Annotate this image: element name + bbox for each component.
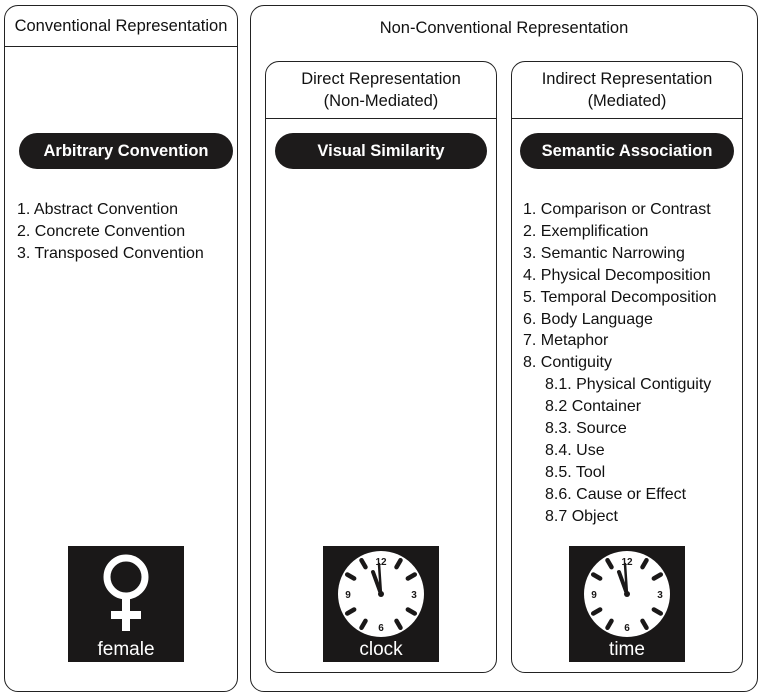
female-symbol-icon — [103, 554, 149, 631]
time-picture: 12 3 6 9 time — [569, 546, 685, 662]
list-item: 7. Metaphor — [523, 332, 609, 350]
clock-tick — [651, 607, 664, 616]
clock-icon: 12 3 6 9 — [584, 551, 670, 637]
clock-minute-hand — [377, 562, 383, 596]
clock-tick — [359, 618, 368, 631]
clock-icon: 12 3 6 9 — [338, 551, 424, 637]
clock-numeral: 9 — [345, 590, 351, 601]
clock-tick — [651, 572, 664, 581]
clock-center — [378, 591, 384, 597]
list-item: 5. Temporal Decomposition — [523, 288, 717, 306]
list-subitem: 8.5. Tool — [545, 463, 606, 481]
clock-tick — [590, 572, 603, 581]
clock-tick — [405, 607, 418, 616]
conventional-title: Conventional Representation — [14, 17, 228, 35]
list-item: 3. Transposed Convention — [17, 244, 204, 262]
arbitrary-convention-pill: Arbitrary Convention — [19, 133, 233, 169]
list-item: 2. Exemplification — [523, 222, 649, 240]
indirect-panel: Indirect Representation (Mediated) Seman… — [511, 61, 743, 673]
list-item: 6. Body Language — [523, 310, 653, 328]
clock-numeral: 6 — [624, 623, 630, 634]
female-caption: female — [97, 639, 155, 660]
clock-tick — [344, 572, 357, 581]
direct-title-line2: (Non-Mediated) — [323, 92, 439, 110]
direct-divider — [266, 118, 496, 119]
direct-panel: Direct Representation (Non-Mediated) Vis… — [265, 61, 497, 673]
indirect-title-line1: Indirect Representation — [541, 70, 713, 88]
conventional-divider — [5, 46, 237, 47]
clock-tick — [605, 557, 614, 570]
clock-tick — [394, 557, 403, 570]
clock-tick — [405, 572, 418, 581]
clock-picture: 12 3 6 9 clock — [323, 546, 439, 662]
list-item: 1. Abstract Convention — [17, 201, 178, 218]
clock-minute-hand — [623, 562, 629, 596]
clock-numeral: 12 — [375, 557, 387, 568]
list-subitem: 8.2 Container — [545, 398, 642, 416]
clock-tick — [359, 557, 368, 570]
clock-numeral: 12 — [621, 557, 633, 568]
clock-caption: clock — [359, 639, 403, 660]
non-conventional-title: Non-Conventional Representation — [379, 19, 629, 37]
clock-center — [624, 591, 630, 597]
list-item: 1. Comparison or Contrast — [523, 201, 711, 218]
clock-tick — [605, 618, 614, 631]
list-subitem: 8.1. Physical Contiguity — [545, 376, 712, 394]
clock-numeral: 3 — [657, 590, 663, 601]
female-picture: female — [68, 546, 184, 662]
list-item: 3. Semantic Narrowing — [523, 244, 685, 262]
list-item: 4. Physical Decomposition — [523, 266, 711, 284]
clock-numeral: 6 — [378, 623, 384, 634]
direct-title-line1: Direct Representation — [301, 70, 461, 88]
list-subitem: 8.6. Cause or Effect — [545, 485, 687, 503]
time-caption: time — [609, 639, 645, 660]
clock-tick — [344, 607, 357, 616]
list-item: 8. Contiguity — [523, 354, 612, 372]
list-subitem: 8.4. Use — [545, 441, 605, 459]
list-subitem: 8.3. Source — [545, 420, 627, 438]
clock-numeral: 9 — [591, 590, 597, 601]
indirect-divider — [512, 118, 742, 119]
list-subitem: 8.7 Object — [545, 507, 618, 525]
semantic-association-pill: Semantic Association — [520, 133, 734, 169]
clock-tick — [590, 607, 603, 616]
clock-tick — [640, 618, 649, 631]
indirect-list: 1. Comparison or Contrast 2. Exemplifica… — [523, 199, 717, 528]
list-item: 2. Concrete Convention — [17, 222, 186, 240]
indirect-title-line2: (Mediated) — [587, 92, 667, 110]
conventional-panel: Conventional Representation Arbitrary Co… — [4, 5, 238, 692]
conventional-list: 1. Abstract Convention 2. Concrete Conve… — [17, 199, 204, 265]
clock-numeral: 3 — [411, 590, 417, 601]
clock-tick — [640, 557, 649, 570]
visual-similarity-pill: Visual Similarity — [275, 133, 487, 169]
clock-tick — [394, 618, 403, 631]
